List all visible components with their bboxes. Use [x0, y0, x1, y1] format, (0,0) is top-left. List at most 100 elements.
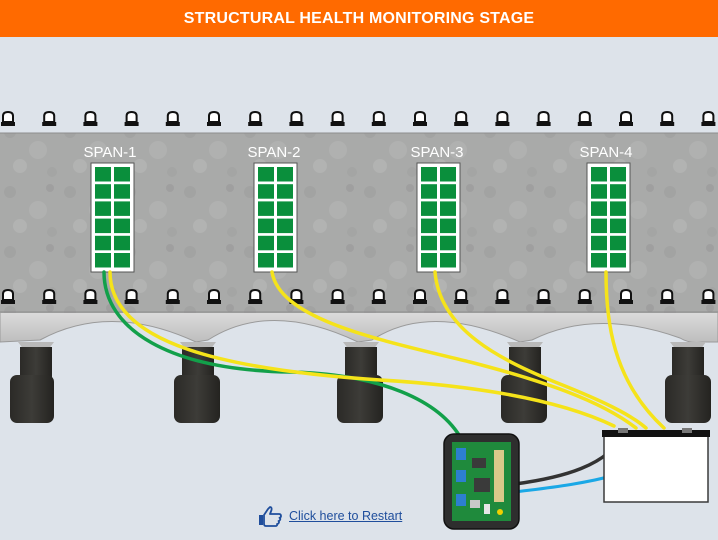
sensor-array-span-2: [253, 162, 298, 273]
sensor-cell: [440, 218, 456, 234]
sensor-cell: [95, 235, 111, 251]
sensor-cell: [421, 184, 437, 199]
sensor-cell: [610, 184, 626, 199]
sensor-cell: [114, 167, 130, 182]
sensor-cell: [610, 201, 626, 216]
sensor-cell: [258, 235, 274, 251]
sensor-cell: [591, 218, 607, 234]
bridge-piers: [10, 347, 711, 423]
sensor-cell: [440, 184, 456, 199]
railing-post: [454, 110, 469, 126]
sensor-cell: [591, 184, 607, 199]
restart-button[interactable]: Click here to Restart: [257, 505, 402, 527]
railing-post: [495, 110, 510, 126]
sensor-cell: [277, 235, 293, 251]
sensor-cell: [258, 253, 274, 268]
railing-post: [536, 110, 551, 126]
sensor-cell: [95, 167, 111, 182]
railing-post: [83, 110, 98, 126]
railing-post: [165, 110, 180, 126]
railing-posts: [1, 110, 716, 304]
railing-post: [248, 288, 263, 304]
railing-post: [124, 110, 139, 126]
sensor-cell: [114, 184, 130, 199]
span-4-label: SPAN-4: [579, 144, 632, 161]
sensor-cell: [95, 218, 111, 234]
sensor-cell: [440, 253, 456, 268]
railing-post: [207, 110, 221, 126]
railing-post: [330, 288, 345, 304]
railing-post: [577, 110, 592, 126]
railing-post: [495, 288, 510, 304]
railing-post: [330, 110, 345, 126]
sensor-cell: [610, 253, 626, 268]
sensor-cell: [421, 201, 437, 216]
railing-post: [289, 288, 304, 304]
railing-post: [660, 110, 675, 126]
railing-post: [577, 288, 592, 304]
railing-post: [248, 110, 263, 126]
sensor-cell: [610, 235, 626, 251]
railing-post: [371, 288, 386, 304]
sensor-cell: [440, 167, 456, 182]
railing-post: [619, 288, 633, 304]
sensor-cell: [610, 218, 626, 234]
railing-post: [619, 110, 633, 126]
sensor-cell: [591, 167, 607, 182]
railing-post: [124, 288, 139, 304]
railing-post: [701, 110, 716, 126]
page-title: STRUCTURAL HEALTH MONITORING STAGE: [0, 0, 718, 37]
railing-post: [165, 288, 180, 304]
pointing-hand-icon: [259, 506, 282, 527]
sensor-cell: [114, 201, 130, 216]
sensor-cell: [95, 253, 111, 268]
railing-post: [42, 110, 57, 126]
railing-post: [42, 288, 57, 304]
sensor-cell: [591, 253, 607, 268]
restart-link-text[interactable]: Click here to Restart: [289, 509, 403, 523]
railing-post: [1, 110, 15, 126]
railing-post: [413, 110, 427, 126]
railing-post: [371, 110, 386, 126]
railing-post: [536, 288, 551, 304]
railing-post: [701, 288, 716, 304]
battery: [602, 428, 710, 503]
railing-post: [660, 288, 675, 304]
span-2-label: SPAN-2: [247, 144, 300, 161]
span-1-label: SPAN-1: [83, 144, 136, 161]
railing-post: [289, 110, 304, 126]
sensor-cell: [277, 167, 293, 182]
sensor-cell: [95, 201, 111, 216]
sensor-array-span-1: [90, 162, 135, 273]
sensor-cell: [610, 167, 626, 182]
sensor-cell: [114, 235, 130, 251]
sensor-cell: [421, 253, 437, 268]
sensor-cell: [421, 167, 437, 182]
sensor-cell: [440, 235, 456, 251]
sensor-array-span-3: [416, 162, 461, 273]
sensor-cell: [421, 235, 437, 251]
sensor-cell: [258, 201, 274, 216]
sensor-cell: [258, 167, 274, 182]
sensor-cell: [258, 184, 274, 199]
railing-post: [207, 288, 221, 304]
sensor-cell: [277, 184, 293, 199]
sensor-cell: [277, 201, 293, 216]
railing-post: [1, 288, 15, 304]
sensor-cell: [440, 201, 456, 216]
sensor-cell: [114, 253, 130, 268]
sensor-cell: [591, 201, 607, 216]
sensor-cell: [114, 218, 130, 234]
railing-post: [454, 288, 469, 304]
span-3-label: SPAN-3: [410, 144, 463, 161]
sensor-cell: [421, 218, 437, 234]
railing-post: [413, 288, 427, 304]
sensor-cell: [258, 218, 274, 234]
sensor-cell: [95, 184, 111, 199]
sensor-cell: [277, 253, 293, 268]
data-logger-module: [443, 433, 520, 530]
sensor-cell: [277, 218, 293, 234]
railing-post: [83, 288, 98, 304]
